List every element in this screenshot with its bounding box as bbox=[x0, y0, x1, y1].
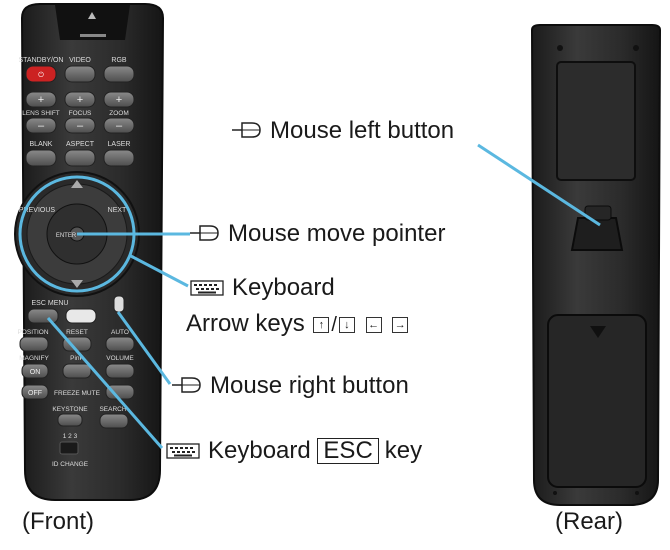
zoom-minus-button[interactable]: – bbox=[103, 117, 135, 134]
remote-front: ⏻ STANDBY/ON VIDEO RGB + + + LENS SHIFT … bbox=[14, 3, 165, 501]
right-arrow-key: → bbox=[392, 316, 409, 333]
key-word-label: key bbox=[384, 437, 423, 464]
reset-label: RESET bbox=[66, 329, 88, 336]
search-label: SEARCH bbox=[99, 406, 126, 413]
esc-key-box: ESC bbox=[317, 438, 379, 464]
volume-plus-button[interactable] bbox=[105, 363, 135, 379]
keyboard-icon bbox=[190, 275, 224, 303]
aspect-label: ASPECT bbox=[66, 141, 95, 148]
lens-shift-minus-button[interactable]: – bbox=[25, 117, 57, 134]
zoom-plus-button[interactable]: + bbox=[103, 91, 135, 108]
battery-cover bbox=[547, 314, 647, 488]
id-numbers-label: 1 2 3 bbox=[63, 433, 78, 440]
pinp-button[interactable] bbox=[62, 363, 92, 379]
enter-label: ENTER bbox=[56, 233, 77, 239]
keyboard-esc-prefix-label: Keyboard bbox=[208, 437, 311, 464]
keyboard-icon bbox=[166, 438, 200, 466]
svg-text:+: + bbox=[38, 94, 44, 106]
auto-label: AUTO bbox=[111, 329, 129, 336]
mouse-move-label-row: Mouse move pointer bbox=[190, 220, 445, 249]
esc-button[interactable] bbox=[27, 308, 59, 324]
blank-label: BLANK bbox=[30, 141, 53, 148]
mouse-right-label: Mouse right button bbox=[210, 372, 409, 399]
laser-button[interactable] bbox=[103, 149, 135, 167]
keystone-button[interactable] bbox=[57, 413, 83, 427]
rgb-label: RGB bbox=[111, 57, 127, 64]
zoom-label: ZOOM bbox=[109, 110, 129, 117]
rgb-button[interactable] bbox=[103, 65, 135, 83]
arrow-keys-label-row: Arrow keys ↑/↓ ← → bbox=[186, 310, 410, 339]
aspect-button[interactable] bbox=[64, 149, 96, 167]
off-label: OFF bbox=[28, 390, 42, 397]
position-label: POSITION bbox=[17, 329, 48, 336]
remote-rear bbox=[530, 24, 662, 506]
focus-label: FOCUS bbox=[69, 110, 92, 117]
up-arrow-key: ↑ bbox=[313, 316, 330, 333]
svg-text:ESC MENU: ESC MENU bbox=[32, 300, 69, 307]
standby-button[interactable]: ⏻ bbox=[25, 65, 57, 83]
keyboard-label: Keyboard bbox=[232, 274, 335, 301]
standby-label: STANDBY/ON bbox=[19, 57, 64, 64]
mouse-left-label-row: Mouse left button bbox=[232, 117, 454, 146]
magnify-label: MAGNIFY bbox=[19, 355, 49, 362]
lens-shift-label: LENS SHIFT bbox=[22, 110, 60, 117]
magnify-off-button[interactable]: OFF bbox=[21, 384, 49, 400]
id-switch[interactable] bbox=[59, 441, 79, 455]
focus-minus-button[interactable]: – bbox=[64, 117, 96, 134]
pinp-label: PinP bbox=[70, 355, 84, 362]
id-change-label: ID CHANGE bbox=[52, 461, 89, 468]
down-arrow-key: ↓ bbox=[338, 316, 355, 333]
mouse-right-label-row: Mouse right button bbox=[172, 372, 409, 401]
previous-label: PREVIOUS bbox=[19, 207, 56, 214]
arrow-keys-label: Arrow keys bbox=[186, 310, 305, 337]
position-button[interactable] bbox=[19, 336, 49, 352]
callout-lines bbox=[46, 143, 601, 449]
focus-plus-button[interactable]: + bbox=[64, 91, 96, 108]
laser-label: LASER bbox=[108, 141, 131, 148]
auto-button[interactable] bbox=[105, 336, 135, 352]
svg-text:FREEZE MUTE: FREEZE MUTE bbox=[54, 390, 101, 397]
blank-button[interactable] bbox=[25, 149, 57, 167]
mouse-icon bbox=[172, 373, 202, 401]
video-label: VIDEO bbox=[69, 57, 91, 64]
magnify-on-button[interactable]: ON bbox=[21, 363, 49, 379]
mouse-icon bbox=[190, 221, 220, 249]
menu-button[interactable] bbox=[65, 308, 97, 324]
svg-text:–: – bbox=[38, 120, 45, 132]
mouse-move-label: Mouse move pointer bbox=[228, 220, 446, 247]
freeze-label: FREEZE bbox=[54, 390, 80, 397]
menu-label: MENU bbox=[48, 300, 69, 307]
svg-text:+: + bbox=[77, 94, 83, 106]
svg-text:–: – bbox=[116, 120, 123, 132]
lens-shift-plus-button[interactable]: + bbox=[25, 91, 57, 108]
keyboard-label-row: Keyboard bbox=[190, 274, 335, 303]
mute-label: MUTE bbox=[82, 390, 101, 397]
volume-label: VOLUME bbox=[106, 355, 134, 362]
next-label: NEXT bbox=[108, 207, 127, 214]
on-label: ON bbox=[30, 369, 41, 376]
svg-text:⏻: ⏻ bbox=[38, 71, 44, 79]
esc-label: ESC bbox=[32, 300, 46, 307]
mouse-icon bbox=[232, 118, 262, 146]
svg-text:+: + bbox=[116, 94, 122, 106]
front-caption: (Front) bbox=[22, 508, 94, 535]
search-button[interactable] bbox=[99, 413, 129, 429]
mouse-right-button-switch[interactable] bbox=[113, 295, 125, 313]
video-button[interactable] bbox=[64, 65, 96, 83]
mouse-left-label: Mouse left button bbox=[270, 117, 455, 144]
rear-caption: (Rear) bbox=[555, 508, 624, 535]
keystone-label: KEYSTONE bbox=[52, 406, 88, 413]
left-arrow-key: ← bbox=[365, 316, 382, 333]
svg-text:–: – bbox=[77, 120, 84, 132]
